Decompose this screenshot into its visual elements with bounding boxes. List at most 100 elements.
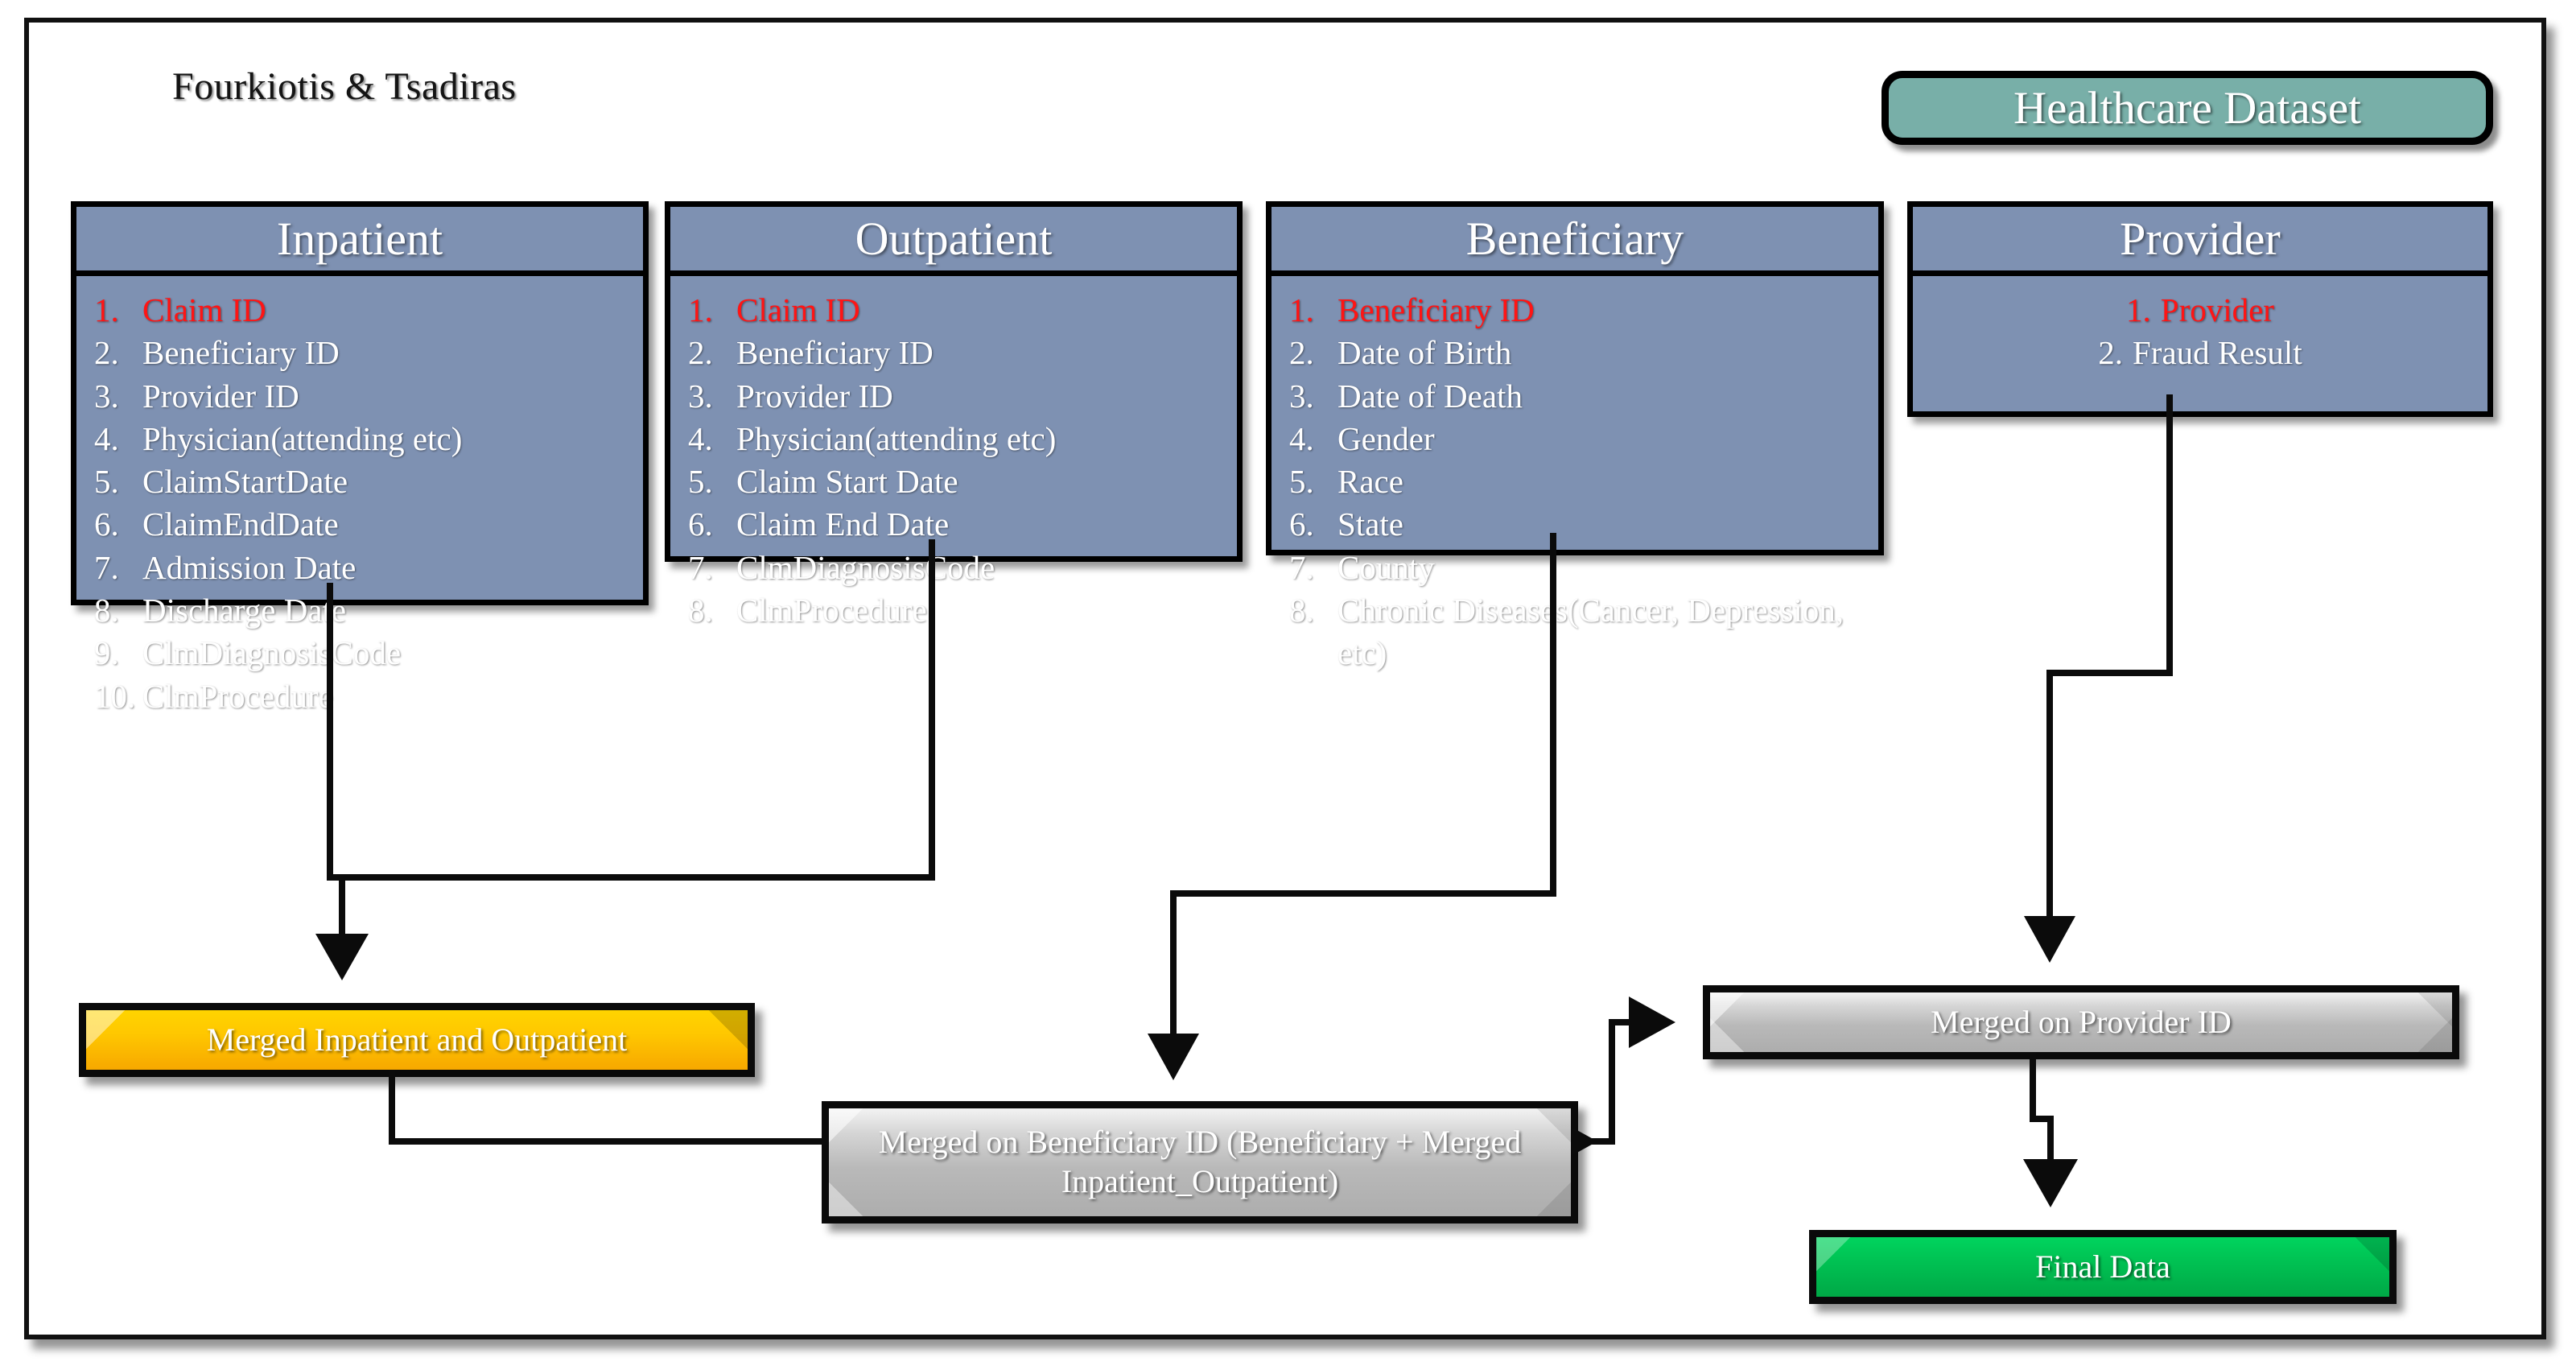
process-node-merged-on-beneficiary-id[interactable]: Merged on Beneficiary ID (Beneficiary + … bbox=[822, 1101, 1578, 1224]
field-row: 4.Gender bbox=[1272, 418, 1878, 460]
entity-fields-provider: 1.Provider 2.Fraud Result bbox=[1913, 276, 2487, 390]
entity-box-outpatient[interactable]: Outpatient 1. Claim ID 2. Beneficiary ID 3… bbox=[665, 201, 1243, 629]
field-number: 2. bbox=[94, 334, 119, 372]
process-node-label: Merged on Beneficiary ID (Beneficiary + … bbox=[878, 1124, 1522, 1199]
entity-header-outpatient: Outpatient bbox=[670, 207, 1237, 276]
field-number: 7. bbox=[1289, 548, 1314, 586]
field-label: Provider ID bbox=[142, 377, 299, 415]
field-label: Claim ID bbox=[736, 291, 860, 328]
field-number: 6. bbox=[1289, 505, 1314, 543]
entity-title-provider: Provider bbox=[2120, 213, 2281, 265]
field-row: 1.Provider bbox=[1913, 289, 2487, 332]
field-label: Claim ID bbox=[142, 291, 266, 328]
field-number: 10. bbox=[94, 677, 136, 715]
field-label: Claim Start Date bbox=[736, 463, 958, 501]
field-row: 6.ClaimEndDate bbox=[76, 503, 643, 546]
field-number: 1. bbox=[2126, 291, 2151, 328]
field-number: 2. bbox=[1289, 334, 1314, 372]
field-row: 1. Claim ID bbox=[670, 289, 1237, 332]
field-row: 3. Provider ID bbox=[76, 375, 643, 418]
field-row: 5. Claim Start Date bbox=[670, 460, 1237, 503]
entity-header-beneficiary: Beneficiary bbox=[1272, 207, 1878, 276]
field-label: Physician(attending etc) bbox=[736, 419, 1057, 457]
field-row: 3.Date of Death bbox=[1272, 375, 1878, 418]
process-node-label: Merged Inpatient and Outpatient bbox=[206, 1021, 628, 1058]
process-node-label: Merged on Provider ID bbox=[1931, 1003, 2232, 1040]
field-label: ClaimStartDate bbox=[142, 463, 348, 501]
entity-box-inpatient[interactable]: Inpatient 1.Claim ID 2. Beneficiary ID 3.… bbox=[71, 201, 649, 715]
field-number: 3. bbox=[1289, 377, 1314, 415]
entity-fields-outpatient: 1. Claim ID 2. Beneficiary ID 3. Provider I… bbox=[670, 276, 1237, 646]
field-label: Race bbox=[1337, 463, 1403, 501]
field-label: Discharge Date bbox=[142, 592, 347, 629]
field-row: 10.ClmProcedure bbox=[76, 675, 643, 718]
field-row: 2. Date of Birth bbox=[1272, 332, 1878, 374]
entity-header-provider: Provider bbox=[1913, 207, 2487, 276]
field-row: 7. Admission Date bbox=[76, 547, 643, 589]
field-row: 8. ClmProcedure bbox=[670, 589, 1237, 632]
field-row: 3. Provider ID bbox=[670, 375, 1237, 418]
field-row: 7. ClmDiagnosisCode bbox=[670, 547, 1237, 589]
field-label: Provider bbox=[2160, 291, 2274, 328]
field-number: 7. bbox=[688, 548, 713, 586]
title-badge-label: Healthcare Dataset bbox=[2013, 82, 2361, 134]
field-label: Beneficiary ID bbox=[142, 334, 340, 372]
field-number: 3. bbox=[94, 377, 119, 415]
field-row: 8. Discharge Date bbox=[76, 589, 643, 632]
field-row: 7.County bbox=[1272, 547, 1878, 589]
field-number: 5. bbox=[1289, 463, 1314, 501]
field-label: Beneficiary ID bbox=[736, 334, 934, 372]
field-row: 8. Chronic Diseases(Cancer, Depression, e… bbox=[1272, 589, 1878, 675]
field-label: ClmDiagnosisCode bbox=[736, 548, 995, 586]
field-label: Date of Birth bbox=[1337, 334, 1512, 372]
field-number: 5. bbox=[688, 463, 713, 501]
field-row: 2. Beneficiary ID bbox=[670, 332, 1237, 374]
entity-fields-beneficiary: 1.Beneficiary ID 2. Date of Birth 3.Date … bbox=[1272, 276, 1878, 690]
entity-box-provider[interactable]: Provider 1.Provider 2.Fraud Result bbox=[1907, 201, 2493, 417]
entity-title-outpatient: Outpatient bbox=[855, 213, 1053, 265]
field-number: 2. bbox=[2098, 334, 2124, 372]
field-number: 1. bbox=[1289, 291, 1314, 328]
field-number: 8. bbox=[1289, 592, 1314, 629]
bevel-face bbox=[1710, 992, 2452, 1052]
field-row: 1.Claim ID bbox=[76, 289, 643, 332]
field-row: 5. Race bbox=[1272, 460, 1878, 503]
process-node-merged-inpatient-outpatient[interactable]: Merged Inpatient and Outpatient bbox=[79, 1003, 755, 1077]
field-number: 8. bbox=[94, 592, 119, 629]
author-credit: Fourkiotis & Tsadiras bbox=[172, 65, 517, 108]
field-number: 6. bbox=[688, 505, 713, 543]
process-node-merged-on-provider-id[interactable]: Merged on Provider ID bbox=[1703, 985, 2459, 1059]
field-number: 1. bbox=[688, 291, 713, 328]
field-label: Admission Date bbox=[142, 548, 357, 586]
field-label: Provider ID bbox=[736, 377, 893, 415]
field-number: 4. bbox=[688, 419, 713, 457]
field-row: 5. ClaimStartDate bbox=[76, 460, 643, 503]
field-label: ClmProcedure bbox=[736, 592, 927, 629]
entity-fields-inpatient: 1.Claim ID 2. Beneficiary ID 3. Provider I… bbox=[76, 276, 643, 732]
bevel-face bbox=[86, 1010, 748, 1070]
field-label: Gender bbox=[1337, 419, 1435, 457]
field-number: 5. bbox=[94, 463, 119, 501]
process-node-final-data[interactable]: Final Data bbox=[1809, 1230, 2397, 1304]
entity-box-beneficiary[interactable]: Beneficiary 1.Beneficiary ID 2. Date of B… bbox=[1266, 201, 1884, 671]
field-number: 8. bbox=[688, 592, 713, 629]
field-row: 2. Beneficiary ID bbox=[76, 332, 643, 374]
field-label: Physician(attending etc) bbox=[142, 419, 463, 457]
field-number: 7. bbox=[94, 548, 119, 586]
field-row: 6. Claim End Date bbox=[670, 503, 1237, 546]
field-label: ClmDiagnosisCode bbox=[142, 634, 402, 672]
field-number: 6. bbox=[94, 505, 119, 543]
field-label: Claim End Date bbox=[736, 505, 950, 543]
field-number: 4. bbox=[94, 419, 119, 457]
field-row: 2.Fraud Result bbox=[1913, 332, 2487, 374]
title-badge: Healthcare Dataset bbox=[1882, 71, 2493, 145]
field-row: 1.Beneficiary ID bbox=[1272, 289, 1878, 332]
field-row: 6.State bbox=[1272, 503, 1878, 546]
field-number: 2. bbox=[688, 334, 713, 372]
field-number: 3. bbox=[688, 377, 713, 415]
field-label: Fraud Result bbox=[2133, 334, 2302, 372]
field-label: Chronic Diseases(Cancer, Depression, etc… bbox=[1337, 592, 1844, 672]
entity-header-inpatient: Inpatient bbox=[76, 207, 643, 276]
field-row: 9.ClmDiagnosisCode bbox=[76, 632, 643, 675]
